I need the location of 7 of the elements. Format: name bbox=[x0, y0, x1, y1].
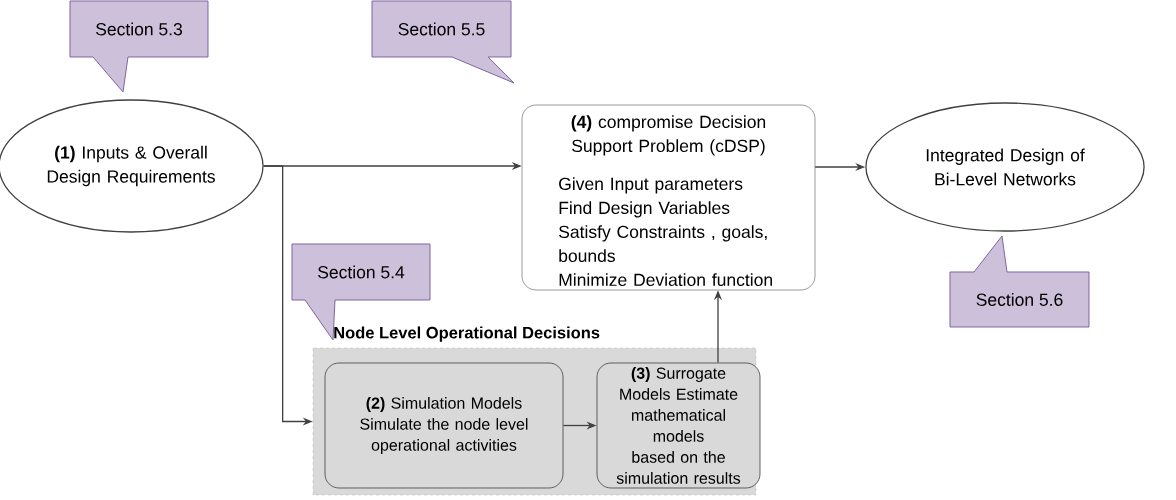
process-box: (4) compromise Decision Support Problem (cDSP) Given Input parameters Find Design Variables Satisfy Constraints , goals, bounds Minimize Deviation function bbox=[521, 104, 816, 291]
callout: Section 5.6 bbox=[949, 235, 1090, 328]
process-box: (3) Surrogate Models Estimate mathematical models based on the simulation results bbox=[596, 362, 761, 489]
callout: Section 5.5 bbox=[371, 0, 515, 84]
ellipse-node: Integrated Design of Bi-Level Networks bbox=[865, 102, 1145, 232]
callout: Section 5.3 bbox=[69, 0, 209, 93]
process-box: (2) Simulation Models Simulate the node level operational activities bbox=[324, 362, 564, 489]
